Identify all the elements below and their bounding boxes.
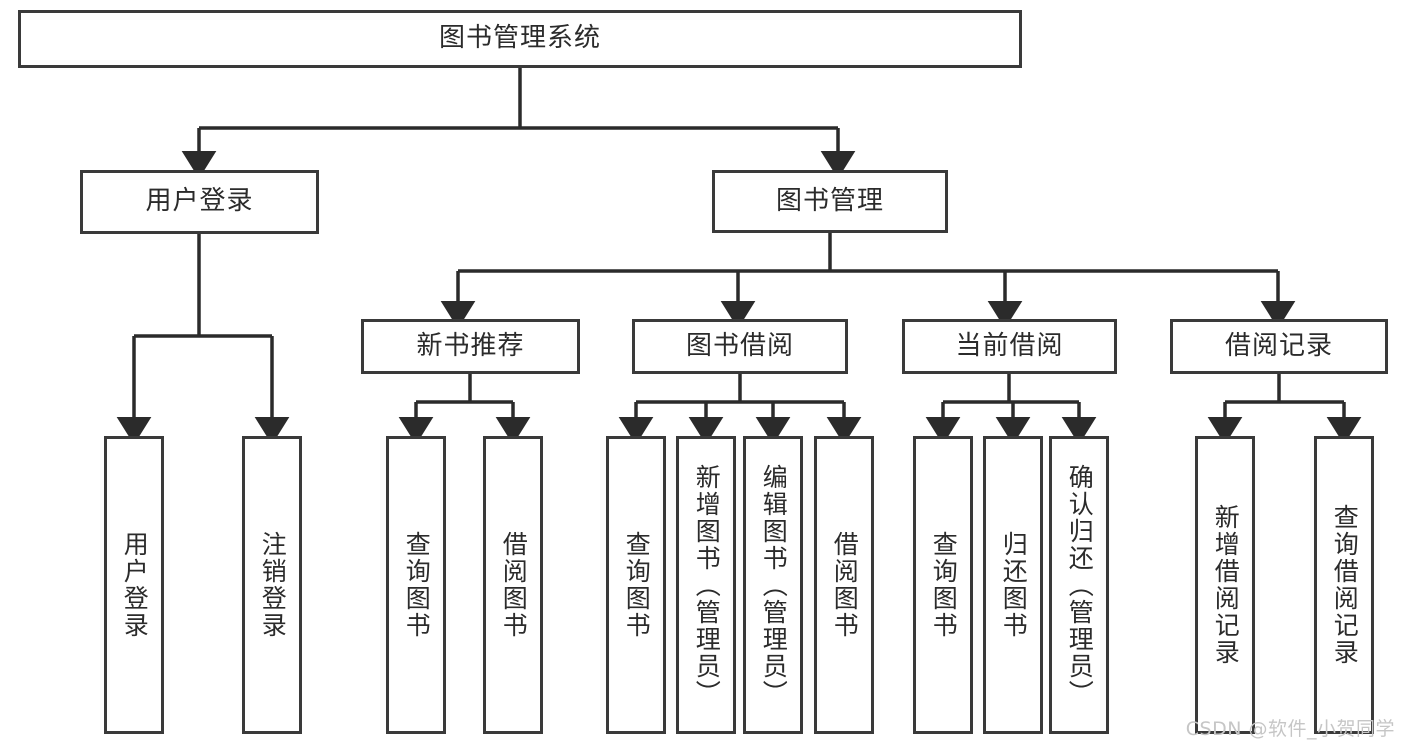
node-label: 查询借阅记录: [1330, 504, 1360, 666]
watermark: CSDN @软件_小贺同学: [1185, 718, 1395, 740]
leaf-new-book-borrow[interactable]: 借阅图书: [483, 436, 543, 734]
node-current-borrow[interactable]: 当前借阅: [902, 319, 1117, 374]
leaf-current-confirm-return-admin[interactable]: 确认归还（管理员）: [1049, 436, 1109, 734]
node-label: 确认归还（管理员）: [1065, 463, 1095, 707]
node-label: 查询图书: [402, 531, 432, 639]
node-label: 用户登录: [120, 531, 150, 639]
node-user-login[interactable]: 用户登录: [80, 170, 319, 234]
leaf-record-query[interactable]: 查询借阅记录: [1314, 436, 1374, 734]
node-label: 查询图书: [622, 531, 652, 639]
leaf-borrow-edit-book-admin[interactable]: 编辑图书（管理员）: [743, 436, 803, 734]
leaf-current-return-book[interactable]: 归还图书: [983, 436, 1043, 734]
leaf-logout[interactable]: 注销登录: [242, 436, 302, 734]
leaf-current-query-book[interactable]: 查询图书: [913, 436, 973, 734]
leaf-borrow-add-book-admin[interactable]: 新增图书（管理员）: [676, 436, 736, 734]
node-label: 用户登录: [145, 186, 254, 217]
node-label: 编辑图书（管理员）: [759, 463, 789, 707]
node-label: 图书管理系统: [438, 23, 601, 54]
node-borrow-record[interactable]: 借阅记录: [1170, 319, 1388, 374]
node-label: 归还图书: [999, 531, 1029, 639]
node-label: 图书管理: [775, 185, 884, 216]
leaf-new-book-query[interactable]: 查询图书: [386, 436, 446, 734]
leaf-record-add[interactable]: 新增借阅记录: [1195, 436, 1255, 734]
node-book-management[interactable]: 图书管理: [712, 170, 948, 233]
leaf-borrow-borrow-book[interactable]: 借阅图书: [814, 436, 874, 734]
node-new-book-recommend[interactable]: 新书推荐: [361, 319, 580, 374]
node-label: 新增借阅记录: [1211, 504, 1241, 666]
node-label: 借阅图书: [830, 531, 860, 639]
node-label: 当前借阅: [955, 330, 1064, 361]
leaf-borrow-query-book[interactable]: 查询图书: [606, 436, 666, 734]
node-label: 注销登录: [258, 531, 288, 639]
node-label: 图书借阅: [685, 330, 794, 361]
node-label: 新增图书（管理员）: [692, 463, 722, 707]
node-label: 借阅记录: [1224, 330, 1333, 361]
node-book-borrow[interactable]: 图书借阅: [632, 319, 848, 374]
node-label: 查询图书: [929, 531, 959, 639]
node-root-library-system[interactable]: 图书管理系统: [18, 10, 1022, 68]
node-label: 新书推荐: [416, 330, 525, 361]
leaf-user-login[interactable]: 用户登录: [104, 436, 164, 734]
node-label: 借阅图书: [499, 531, 529, 639]
